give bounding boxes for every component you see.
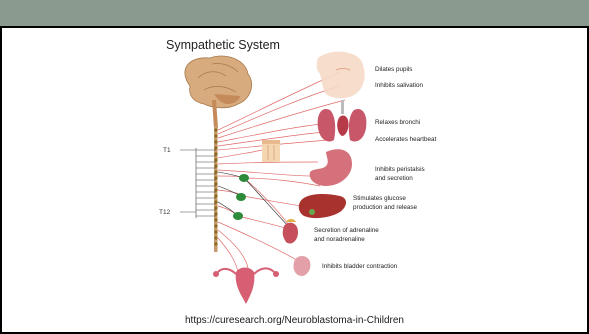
label-relaxes-bronchi: Relaxes bronchi [375, 119, 420, 126]
t1-label: T1 [163, 147, 171, 154]
bladder-organ [293, 256, 310, 276]
label-glucose-production: production and release [353, 204, 418, 211]
label-and-noradrenaline: and noradrenaline [314, 236, 365, 243]
label-stimulates-glucose: Stimulates glucose [353, 195, 406, 202]
stomach-organ [310, 149, 352, 186]
label-inhibits-bladder: Inhibits bladder contraction [322, 263, 398, 270]
reproductive-organ [213, 268, 279, 305]
label-dilates-pupils: Dilates pupils [375, 66, 412, 73]
t12-label: T12 [159, 209, 171, 216]
label-inhibits-peristalsis: Inhibits peristalsis [375, 166, 425, 173]
label-secretion-adrenaline: Secretion of adrenaline [314, 227, 379, 234]
skin-sample [262, 140, 280, 162]
label-inhibits-salivation: Inhibits salivation [375, 82, 423, 89]
ganglion-connectors [218, 172, 294, 232]
source-caption: https://curesearch.org/Neuroblastoma-in-… [0, 315, 589, 326]
liver-organ [299, 194, 346, 218]
sympathetic-chain-ladder [180, 148, 216, 218]
label-accelerates-heartbeat: Accelerates heartbeat [375, 136, 437, 143]
label-and-secretion: and secretion [375, 175, 413, 182]
brain-illustration [185, 56, 252, 128]
lungs-organ [318, 100, 367, 142]
